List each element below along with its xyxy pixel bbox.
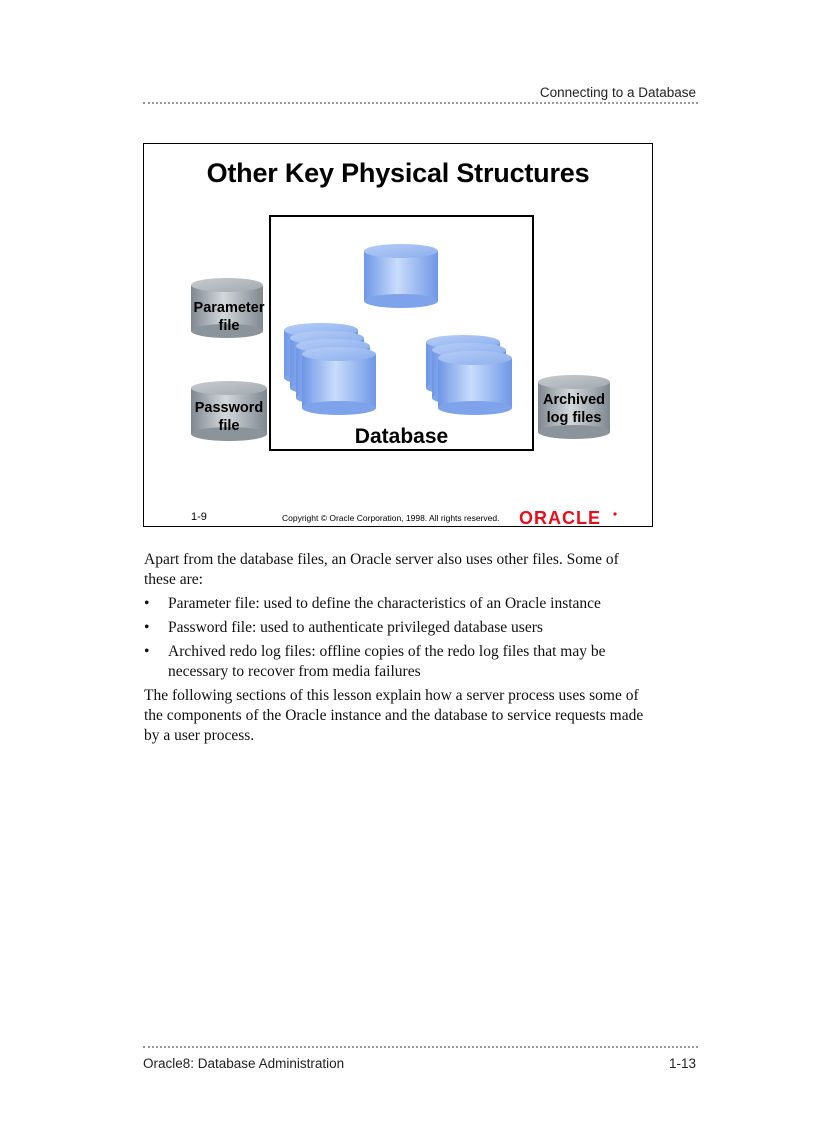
password-file-label: Password file bbox=[191, 399, 267, 435]
footer-book-title: Oracle8: Database Administration bbox=[143, 1056, 345, 1071]
database-files-artwork bbox=[284, 244, 512, 415]
intro-paragraph: Apart from the database files, an Oracle… bbox=[144, 551, 619, 588]
list-item-text: Password file: used to authenticate priv… bbox=[168, 619, 543, 636]
list-item-text: Parameter file: used to define the chara… bbox=[168, 595, 601, 612]
bullet-glyph: • bbox=[144, 595, 150, 612]
database-box: Database bbox=[269, 215, 534, 451]
archived-log-files-label: Archived log files bbox=[536, 391, 612, 427]
list-item: • Parameter file: used to define the cha… bbox=[144, 594, 644, 614]
page-number: 1-13 bbox=[668, 1056, 696, 1071]
list-item: • Password file: used to authenticate pr… bbox=[144, 618, 644, 638]
control-file-icon bbox=[364, 244, 438, 308]
list-item: • Archived redo log files: offline copie… bbox=[144, 642, 644, 682]
password-file-icon bbox=[191, 381, 267, 441]
closing-paragraph: The following sections of this lesson ex… bbox=[144, 687, 644, 744]
database-label: Database bbox=[354, 425, 449, 448]
redo-log-files-icon bbox=[426, 335, 512, 415]
file-types-list: • Parameter file: used to define the cha… bbox=[144, 594, 644, 686]
password-label-line1: Password bbox=[194, 400, 264, 416]
cylinder-artwork bbox=[191, 278, 610, 441]
archived-label-line1: Archived bbox=[542, 392, 606, 408]
parameter-file-label: Parameter file bbox=[190, 299, 268, 335]
bullet-glyph: • bbox=[144, 643, 150, 660]
list-item-text: Archived redo log files: offline copies … bbox=[168, 643, 606, 680]
slide-number: 1-9 bbox=[191, 511, 207, 523]
bullet-glyph: • bbox=[144, 619, 150, 636]
parameter-label-line1: Parameter bbox=[193, 300, 265, 316]
footer-divider bbox=[143, 1046, 698, 1048]
archived-log-files-icon bbox=[538, 375, 610, 439]
running-header-title: Connecting to a Database bbox=[539, 85, 696, 100]
copyright-notice: Copyright © Oracle Corporation, 1998. Al… bbox=[282, 513, 500, 523]
archived-label-line2: log files bbox=[546, 410, 602, 426]
parameter-label-line2: file bbox=[218, 318, 240, 334]
oracle-logo-text: ORACLE bbox=[519, 508, 601, 528]
oracle-logo: ORACLE bbox=[519, 508, 617, 528]
data-files-icon bbox=[284, 323, 376, 415]
slide-title: Other Key Physical Structures bbox=[206, 158, 590, 188]
parameter-file-icon bbox=[191, 278, 263, 338]
password-label-line2: file bbox=[218, 418, 240, 434]
header-divider bbox=[143, 102, 698, 104]
slide-frame: Other Key Physical Structures bbox=[143, 143, 653, 528]
